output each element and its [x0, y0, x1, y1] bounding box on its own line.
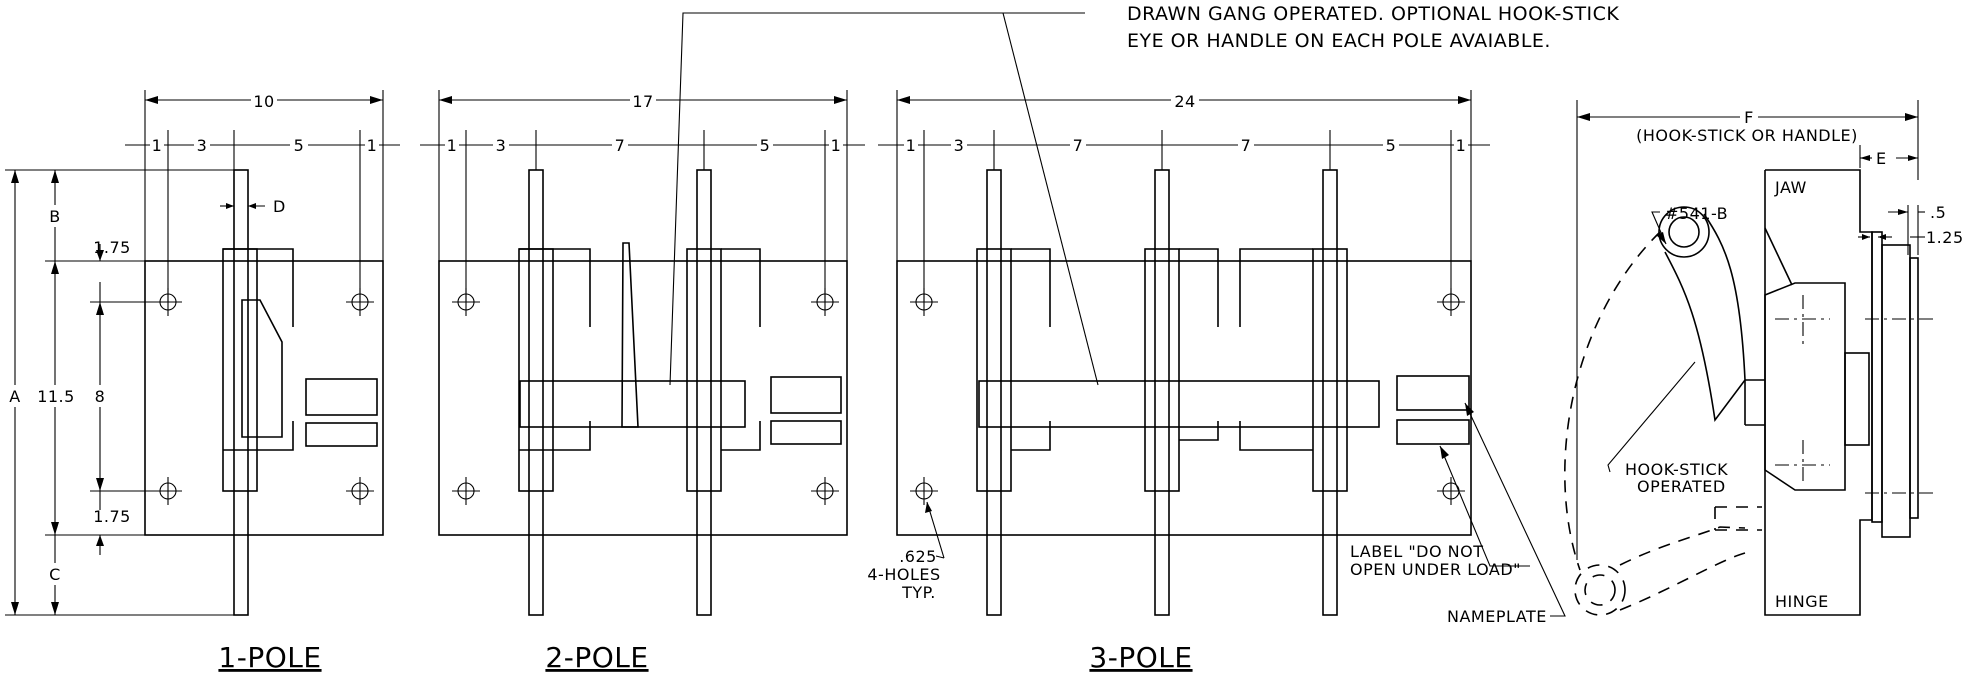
hook-arm — [1664, 213, 1746, 423]
dim-5: 5 — [294, 136, 305, 155]
hook-operated-2: OPERATED — [1637, 477, 1726, 496]
dim-1: 1 — [152, 136, 163, 155]
dim-5: 5 — [1386, 136, 1397, 155]
hook-or-handle: (HOOK-STICK OR HANDLE) — [1636, 126, 1858, 145]
contact-frame — [222, 248, 258, 492]
operating-link — [621, 242, 639, 428]
label-rect — [770, 420, 842, 445]
gang-bar — [978, 380, 1380, 428]
holes-size: .625 — [899, 547, 937, 566]
dim-3: 3 — [197, 136, 208, 155]
dim-a: A — [9, 387, 20, 406]
dim-1: 1 — [367, 136, 378, 155]
dim-f: F — [1744, 108, 1754, 127]
blade — [1322, 169, 1338, 616]
dim-3: 3 — [496, 136, 507, 155]
note-line-1: DRAWN GANG OPERATED. OPTIONAL HOOK-STICK — [1127, 3, 1619, 25]
dim-1-75-top: 1.75 — [93, 238, 131, 257]
blade — [233, 169, 249, 616]
dim-dot5: .5 — [1930, 203, 1946, 222]
dim-7: 7 — [1073, 136, 1084, 155]
mount-hole — [345, 476, 375, 506]
jaw-label: JAW — [1774, 178, 1807, 197]
dim-7: 7 — [615, 136, 626, 155]
label-rect — [1396, 419, 1470, 445]
dim-11-5: 11.5 — [37, 387, 75, 406]
dim-total: 24 — [1174, 92, 1195, 111]
label-rect — [305, 422, 378, 447]
side-view: F (HOOK-STICK OR HANDLE) E .5 1.25 JAW H… — [1564, 100, 1964, 616]
nameplate-callout: NAMEPLATE — [1447, 607, 1547, 626]
blade-arm — [241, 299, 283, 438]
label-callout-2: OPEN UNDER LOAD" — [1350, 560, 1521, 579]
dim-total: 17 — [632, 92, 653, 111]
dim-7: 7 — [1241, 136, 1252, 155]
dim-c: C — [49, 565, 61, 584]
dim-1-25: 1.25 — [1926, 228, 1964, 247]
open-eye-outer — [1574, 564, 1626, 616]
hinge-label: HINGE — [1775, 592, 1829, 611]
hook-eye-inner — [1668, 216, 1700, 248]
dim-1: 1 — [1456, 136, 1467, 155]
dim-1: 1 — [447, 136, 458, 155]
hinge-contact — [223, 421, 294, 451]
holes-typ: TYP. — [901, 583, 936, 602]
leader-2pole — [669, 12, 1085, 386]
vertical-dimensions: A 11.5 B C 8 1.75 1.75 — [5, 169, 240, 616]
note-line-2: EYE OR HANDLE ON EACH POLE AVAIABLE. — [1127, 30, 1551, 52]
open-eye-inner — [1584, 574, 1616, 606]
hook-operated-1: HOOK-STICK — [1625, 460, 1728, 479]
title-1-pole: 1-POLE — [218, 641, 321, 674]
dim-b: B — [49, 207, 60, 226]
two-pole-view: 17 1 3 7 5 1 — [420, 90, 865, 616]
base-plate — [144, 260, 384, 536]
nameplate-rect — [1396, 375, 1470, 411]
blade — [986, 169, 1002, 616]
top-note: DRAWN GANG OPERATED. OPTIONAL HOOK-STICK… — [669, 3, 1619, 386]
dim-1-75-bottom: 1.75 — [93, 507, 131, 526]
part-number: #541-B — [1665, 204, 1728, 223]
swing-arc — [1564, 231, 1661, 571]
label-callout-1: LABEL "DO NOT — [1350, 542, 1484, 561]
title-3-pole: 3-POLE — [1089, 641, 1192, 674]
base-block — [1764, 169, 1873, 616]
dim-8: 8 — [95, 387, 106, 406]
nameplate-rect — [305, 378, 378, 416]
dim-e: E — [1876, 149, 1887, 168]
three-pole-view: 24 1 3 7 7 5 1 .625 4-HOLES TYP. LABEL "… — [867, 90, 1566, 626]
base-plate — [896, 260, 1472, 536]
blade — [1154, 169, 1170, 616]
dim-3: 3 — [954, 136, 965, 155]
blade — [696, 169, 712, 616]
dim-total: 10 — [253, 92, 274, 111]
nameplate-rect — [770, 376, 842, 414]
dim-5: 5 — [760, 136, 771, 155]
dim-1: 1 — [831, 136, 842, 155]
dim-d: D — [273, 197, 286, 216]
one-pole-view: 10 1 3 5 1 D — [125, 90, 400, 616]
blade — [528, 169, 544, 616]
insulator — [1764, 282, 1846, 491]
leader-3pole — [1002, 12, 1099, 386]
holes-count: 4-HOLES — [867, 565, 940, 584]
title-2-pole: 2-POLE — [545, 641, 648, 674]
base-plate — [438, 260, 848, 536]
dim-1: 1 — [906, 136, 917, 155]
